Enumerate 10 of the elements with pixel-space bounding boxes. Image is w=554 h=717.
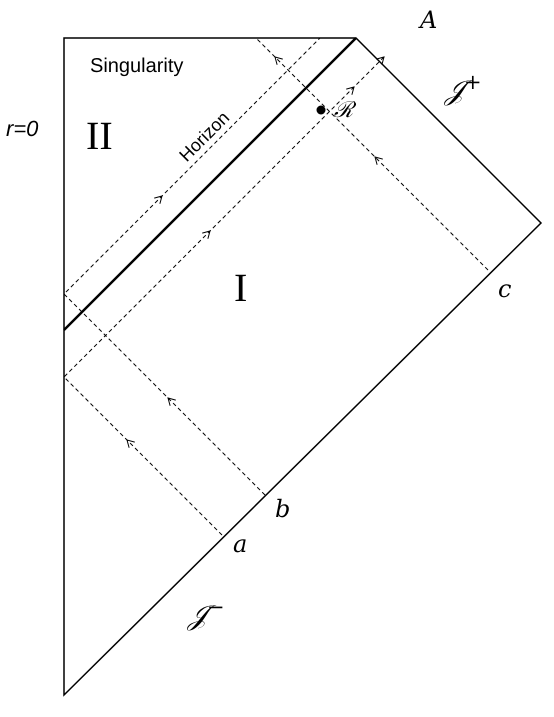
region-label: II	[86, 116, 113, 156]
boundary-label: 𝒥$^{+}$	[445, 72, 482, 104]
point-label: A	[420, 8, 438, 32]
axis-label: r=0	[6, 118, 38, 140]
region-label: Singularity	[90, 56, 184, 76]
boundary-label: 𝒥$^{−}$	[188, 597, 225, 630]
point-label: c	[498, 277, 512, 301]
region-label: I	[234, 268, 248, 308]
point-label: a	[233, 532, 248, 556]
point-label: b	[275, 497, 290, 521]
